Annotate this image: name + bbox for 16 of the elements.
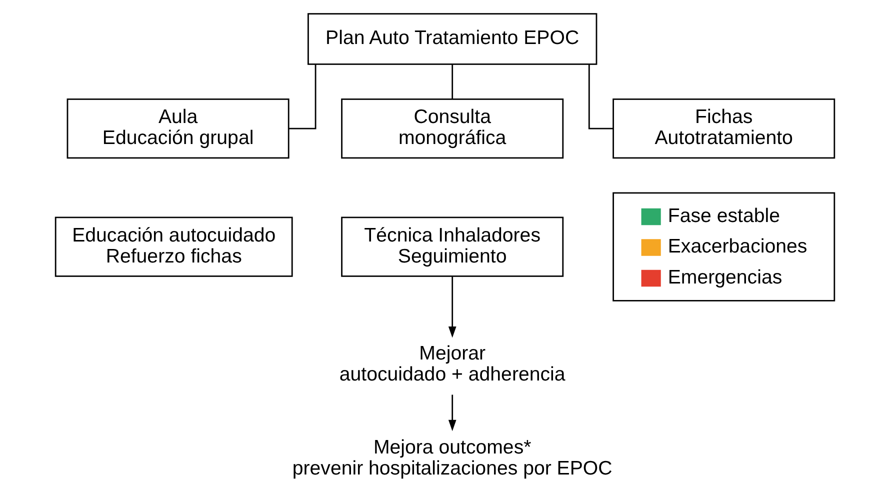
arrow (448, 276, 456, 338)
node-box: Plan Auto Tratamiento EPOC (308, 13, 598, 65)
node-box: Aula Educación grupal (66, 98, 290, 159)
arrow (448, 394, 456, 432)
node-text: Mejorar autocuidado + adherencia (339, 342, 566, 386)
node-box: Consulta monográfica (341, 98, 564, 159)
node-box: Educación autocuidado Refuerzo fichas (54, 216, 293, 277)
legend-label: Exacerbaciones (668, 236, 808, 258)
legend-label: Fase estable (668, 204, 780, 227)
node-box: Técnica Inhaladores Seguimiento (341, 216, 564, 277)
legend-label: Emergencias (668, 266, 782, 288)
connector (588, 64, 614, 130)
node-text: Mejora outcomes* prevenir hospitalizaciones por EPOC (292, 436, 612, 480)
connector (289, 64, 316, 130)
connector (452, 64, 454, 99)
node-box: Fichas Autotratamiento (612, 98, 836, 159)
